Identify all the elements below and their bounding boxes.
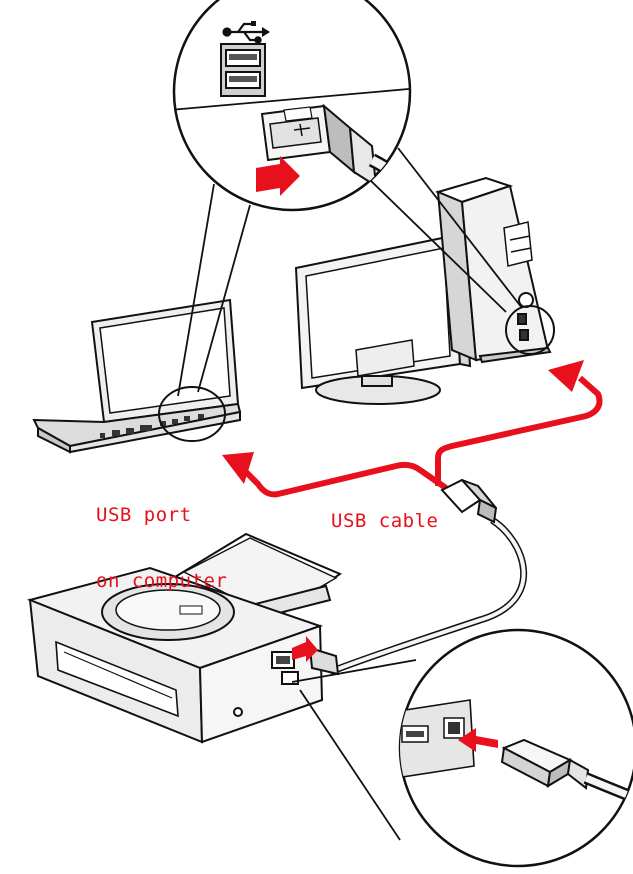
monitor [294,234,472,405]
arrow-to-laptop-icon [222,452,254,484]
insert-arrow-icon [256,156,300,196]
usb-port-label: USB port on computer [96,460,227,614]
usb-cable-label: USB cable [331,510,439,532]
bottom-insert-arrow-icon [458,728,498,752]
printer-insert-arrow-icon [292,636,318,662]
arrow-to-tower-icon [548,360,584,392]
usb-plug-b [500,738,633,806]
route-arrows [237,375,603,498]
laptop-port-highlight [158,386,226,442]
bottom-magnifier-connector-lines [291,659,417,841]
printer [26,532,343,744]
laptop [32,298,242,454]
usb-symbol-icon [222,21,270,44]
usb-port-label-line1: USB port [96,504,192,526]
usb-cable [328,478,527,676]
usb-port-label-line2: on computer [96,570,228,592]
desktop-tower [435,176,552,364]
bottom-magnifier-content [400,699,633,806]
usb-port-socket [220,43,266,97]
top-magnifier-content [174,21,410,210]
tower-port-highlight [505,305,555,355]
top-magnifier-connector-lines [177,147,523,397]
